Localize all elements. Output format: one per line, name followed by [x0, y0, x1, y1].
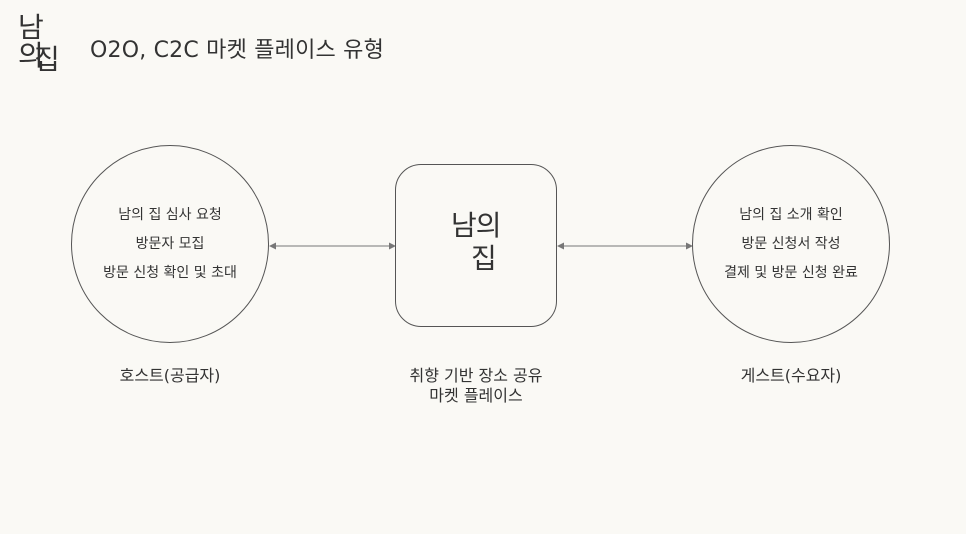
host-item: 방문 신청 확인 및 초대: [103, 264, 237, 281]
guest-node: 남의 집 소개 확인 방문 신청서 작성 결제 및 방문 신청 완료: [692, 145, 890, 343]
guest-item: 방문 신청서 작성: [741, 235, 841, 252]
brand-logo-line1: 남의: [18, 11, 44, 72]
brand-logo: 남의 집: [18, 14, 66, 82]
platform-logo-line1: 남의: [451, 209, 502, 242]
guest-label: 게스트(수요자): [740, 366, 842, 385]
host-label: 호스트(공급자): [119, 366, 221, 385]
page-title: O2O, C2C 마켓 플레이스 유형: [90, 38, 385, 63]
platform-label-line1: 취향 기반 장소 공유: [409, 366, 543, 385]
brand-logo-line2: 집: [34, 43, 60, 76]
platform-logo-line2: 집: [471, 242, 497, 275]
guest-item: 결제 및 방문 신청 완료: [724, 264, 858, 281]
host-item: 남의 집 심사 요청: [118, 206, 222, 223]
host-node: 남의 집 심사 요청 방문자 모집 방문 신청 확인 및 초대: [71, 145, 269, 343]
host-item: 방문자 모집: [135, 235, 205, 252]
platform-guest-arrow: [557, 242, 693, 250]
host-platform-arrow: [269, 242, 396, 250]
guest-item: 남의 집 소개 확인: [739, 206, 843, 223]
platform-label-line2: 마켓 플레이스: [429, 386, 523, 405]
platform-node: 남의 집: [395, 164, 557, 327]
platform-label: 취향 기반 장소 공유 마켓 플레이스: [380, 366, 572, 406]
